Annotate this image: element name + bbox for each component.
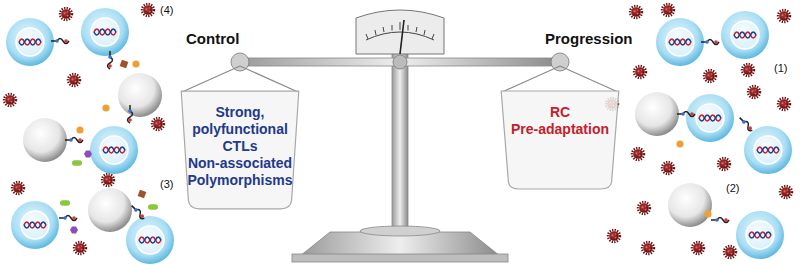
pan-text: RC <box>506 104 614 121</box>
callout-number: (2) <box>726 182 739 194</box>
pan-text: Non-associated Polymorphisms <box>186 155 294 189</box>
balance-scale <box>182 10 618 262</box>
pan-box: Strong, polyfunctional CTLsNon-associate… <box>180 90 300 210</box>
right-cells <box>606 4 792 259</box>
pan-text: Strong, polyfunctional CTLs <box>186 104 294 155</box>
side-heading: Control <box>186 30 239 47</box>
callout-number: (3) <box>160 178 173 190</box>
side-heading: Progression <box>545 30 633 47</box>
pan-box: RCPre-adaptation <box>500 90 620 190</box>
pan-text: Pre-adaptation <box>506 121 614 138</box>
callout-number: (1) <box>774 62 787 74</box>
left-cells <box>4 4 174 264</box>
callout-number: (4) <box>160 4 173 16</box>
